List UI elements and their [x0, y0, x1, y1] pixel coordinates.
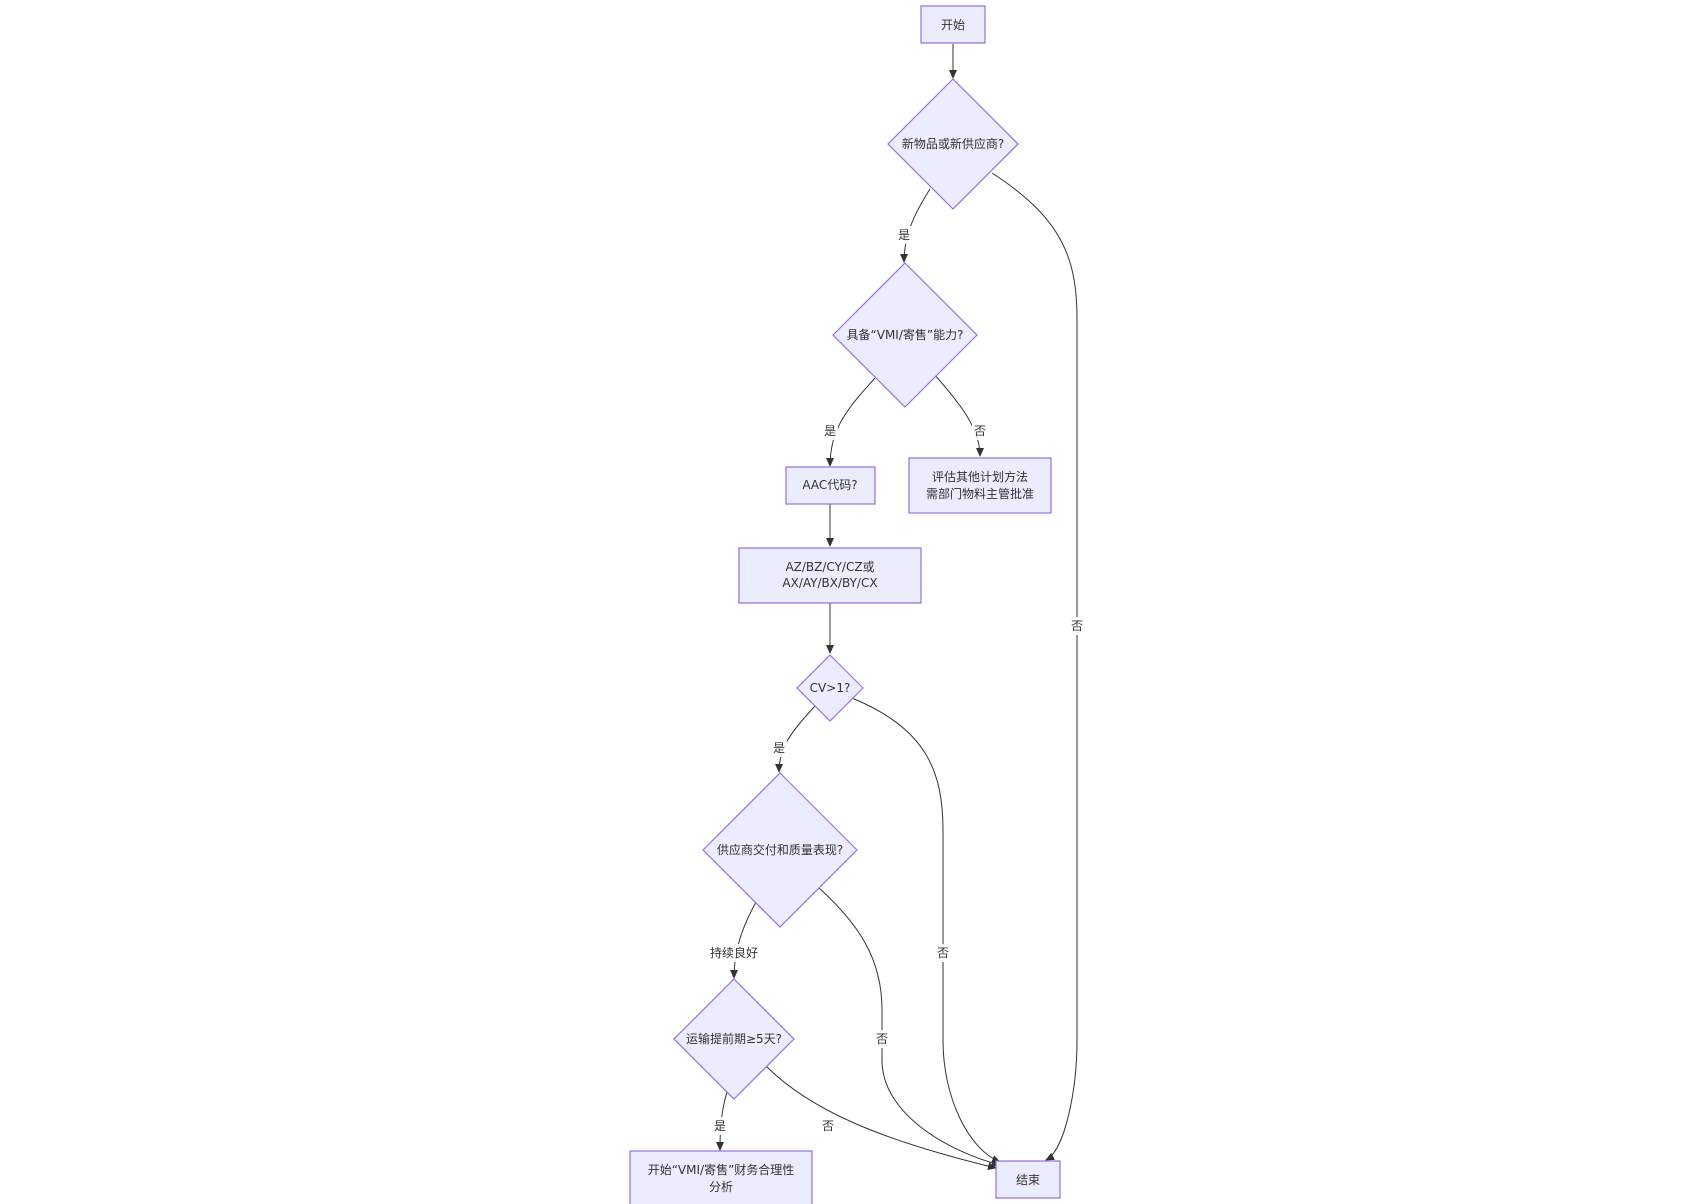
- node-new-item-diamond: [887, 78, 1019, 210]
- node-vmi-label: 具备“VMI/寄售”能力?: [847, 327, 964, 342]
- edge-vmi-yes: [826, 377, 876, 467]
- node-financial-line-2: 分析: [709, 1180, 733, 1194]
- node-evaluate[interactable]: 评估其他计划方法 需部门物料主管批准: [908, 457, 1052, 514]
- node-perf-decision[interactable]: 供应商交付和质量表现?: [702, 772, 858, 928]
- node-aac-classes-box: [738, 547, 922, 604]
- node-start-label: 开始: [941, 18, 965, 32]
- edge-label-cv-yes: 是: [771, 739, 787, 757]
- node-financial[interactable]: 开始“VMI/寄售”财务合理性 分析: [629, 1150, 813, 1204]
- edges: [716, 44, 1078, 1171]
- node-aac-code[interactable]: AAC代码?: [785, 466, 876, 505]
- node-start[interactable]: 开始: [920, 5, 986, 44]
- edge-label-text: 是: [714, 1119, 726, 1133]
- edge-label-bg: [820, 1117, 836, 1135]
- edge-labels: 是 否 是 否 是 否 持续良好 否: [708, 226, 1085, 1135]
- node-perf-label: 供应商交付和质量表现?: [717, 842, 843, 857]
- edge-label-text: 否: [876, 1032, 888, 1046]
- edge-perf-good: [730, 901, 757, 979]
- edge-label-bg: [874, 1030, 890, 1048]
- edge-label-vmi-yes: 是: [822, 422, 838, 440]
- edge-label-cv-no: 否: [935, 944, 951, 962]
- node-aac-classes[interactable]: AZ/BZ/CY/CZ或 AX/AY/BX/BY/CX: [738, 547, 922, 604]
- edge-label-text: 否: [974, 424, 986, 438]
- node-financial-box: [629, 1150, 813, 1204]
- node-aac-code-box: [785, 466, 876, 505]
- node-end-label: 结束: [1016, 1173, 1040, 1187]
- edge-new-item-yes: [900, 188, 931, 263]
- edge-cv-no: [851, 697, 1001, 1163]
- edge-label-bg: [822, 422, 838, 440]
- node-new-item-label: 新物品或新供应商?: [902, 136, 1004, 151]
- edge-label-text: 持续良好: [710, 945, 758, 960]
- edge-perf-no: [817, 886, 1001, 1167]
- node-evaluate-line-1: 评估其他计划方法: [932, 469, 1028, 484]
- node-vmi-decision[interactable]: 具备“VMI/寄售”能力?: [832, 262, 978, 408]
- edge-label-bg: [712, 1117, 728, 1135]
- node-evaluate-line-2: 需部门物料主管批准: [926, 486, 1034, 501]
- node-start-box: [920, 5, 986, 44]
- node-cv-diamond: [796, 654, 864, 722]
- node-cv-decision[interactable]: CV>1?: [796, 654, 864, 722]
- edge-label-text: 是: [898, 228, 910, 242]
- edge-label-text: 是: [773, 741, 785, 755]
- edge-label-bg: [708, 944, 760, 962]
- edge-label-text: 否: [822, 1119, 834, 1133]
- edge-label-text: 是: [824, 424, 836, 438]
- node-lead-diamond: [673, 978, 795, 1100]
- edge-lead-no: [765, 1065, 997, 1171]
- edge-label-perf-no: 否: [874, 1030, 890, 1048]
- nodes: 开始 新物品或新供应商? 具备“VMI/寄售”能力? 评估其他计划方法 需部门物…: [629, 5, 1061, 1204]
- edge-label-text: 否: [937, 946, 949, 960]
- node-aac-code-label: AAC代码?: [802, 478, 857, 492]
- node-cv-label: CV>1?: [810, 681, 851, 695]
- edge-label-lead-no: 否: [820, 1117, 836, 1135]
- node-aac-classes-line-1: AZ/BZ/CY/CZ或: [785, 560, 874, 574]
- node-end[interactable]: 结束: [995, 1160, 1061, 1199]
- node-lead-decision[interactable]: 运输提前期≥5天?: [673, 978, 795, 1100]
- node-new-item-decision[interactable]: 新物品或新供应商?: [887, 78, 1019, 210]
- edge-label-vmi-no: 否: [972, 422, 988, 440]
- node-vmi-diamond: [832, 262, 978, 408]
- edge-new-item-no: [991, 172, 1078, 1161]
- node-lead-label: 运输提前期≥5天?: [686, 1031, 782, 1046]
- edge-label-lead-yes: 是: [712, 1117, 728, 1135]
- edge-label-bg: [972, 422, 988, 440]
- edge-vmi-no: [933, 373, 984, 457]
- edge-label-bg: [771, 739, 787, 757]
- node-perf-diamond: [702, 772, 858, 928]
- node-evaluate-box: [908, 457, 1052, 514]
- edge-label-new-item-no: 否: [1069, 617, 1085, 635]
- node-aac-classes-line-2: AX/AY/BX/BY/CX: [782, 576, 877, 590]
- edge-label-bg: [935, 944, 951, 962]
- edge-label-perf-good: 持续良好: [708, 944, 760, 962]
- edge-label-text: 否: [1071, 619, 1083, 633]
- edge-cv-yes: [775, 705, 816, 773]
- edge-label-bg: [1069, 617, 1085, 635]
- node-financial-line-1: 开始“VMI/寄售”财务合理性: [648, 1162, 795, 1177]
- node-end-box: [995, 1160, 1061, 1199]
- edge-label-bg: [896, 226, 912, 244]
- edge-label-new-item-yes: 是: [896, 226, 912, 244]
